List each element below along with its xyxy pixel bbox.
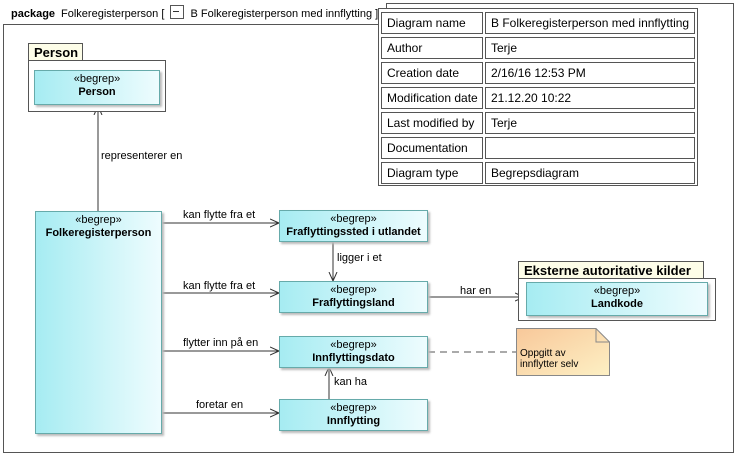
- label-foretar: foretar en: [196, 399, 244, 411]
- info-value: Begrepsdiagram: [485, 162, 695, 184]
- label-representerer: representerer en: [101, 150, 183, 162]
- package-name: Folkeregisterperson: [61, 8, 159, 20]
- diagram-name: B Folkeregisterperson med innflytting: [190, 8, 373, 20]
- info-value: 21.12.20 10:22: [485, 87, 695, 109]
- class-name: Innflytting: [326, 415, 381, 427]
- class-name: Innflyttingsdato: [312, 352, 395, 364]
- note-line-1: Oppgitt av: [520, 348, 566, 359]
- class-name: Landkode: [591, 298, 643, 310]
- package-keyword: package: [11, 8, 56, 20]
- info-key: Diagram name: [381, 12, 483, 34]
- class-innflytting[interactable]: «begrep» Innflytting: [279, 399, 428, 431]
- class-fraflyttingssted[interactable]: «begrep» Fraflyttingssted i utlandet: [279, 210, 428, 242]
- diagram-icon: [170, 5, 185, 19]
- stereotype-label: «begrep»: [330, 339, 377, 351]
- info-value: Terje: [485, 37, 695, 59]
- class-name: Folkeregisterperson: [45, 227, 152, 239]
- label-ligger-i: ligger i et: [337, 252, 382, 264]
- info-key: Last modified by: [381, 112, 483, 134]
- package-person-tab[interactable]: Person: [28, 43, 83, 61]
- note-text: Oppgitt av innflytter selv: [520, 348, 578, 370]
- label-kan-flytte-1: kan flytte fra et: [183, 209, 256, 221]
- info-key: Author: [381, 37, 483, 59]
- class-name: Person: [78, 86, 116, 98]
- stereotype-label: «begrep»: [75, 214, 122, 226]
- bracket-open: [: [161, 8, 165, 20]
- label-flytter-inn: flytter inn på en: [183, 337, 259, 349]
- note-shape[interactable]: [516, 328, 610, 376]
- info-value: [485, 137, 695, 159]
- stereotype-label: «begrep»: [330, 402, 377, 414]
- class-name: Fraflyttingssted i utlandet: [286, 226, 421, 238]
- stereotype-label: «begrep»: [330, 284, 377, 296]
- info-value: B Folkeregisterperson med innflytting: [485, 12, 695, 34]
- diagram-header-tab: package Folkeregisterperson [ B Folkeregi…: [3, 3, 388, 25]
- class-landkode[interactable]: «begrep» Landkode: [526, 282, 708, 316]
- class-fraflyttingsland[interactable]: «begrep» Fraflyttingsland: [279, 281, 428, 313]
- bracket-close: ]: [375, 8, 379, 20]
- info-key: Documentation: [381, 137, 483, 159]
- package-eksterne-tab[interactable]: Eksterne autoritative kilder: [518, 261, 704, 279]
- label-kan-ha: kan ha: [334, 376, 368, 388]
- info-value: 2/16/16 12:53 PM: [485, 62, 695, 84]
- info-value: Terje: [485, 112, 695, 134]
- label-kan-flytte-2: kan flytte fra et: [183, 280, 256, 292]
- class-name: Fraflyttingsland: [312, 297, 395, 309]
- info-key: Diagram type: [381, 162, 483, 184]
- class-innflyttingsdato[interactable]: «begrep» Innflyttingsdato: [279, 336, 428, 368]
- info-key: Creation date: [381, 62, 483, 84]
- class-folkeregisterperson[interactable]: «begrep» Folkeregisterperson: [35, 211, 162, 434]
- label-har-en: har en: [460, 285, 492, 297]
- info-key: Modification date: [381, 87, 483, 109]
- note-line-2: innflytter selv: [520, 359, 579, 370]
- stereotype-label: «begrep»: [330, 213, 377, 225]
- class-person[interactable]: «begrep» Person: [34, 70, 160, 105]
- stereotype-label: «begrep»: [593, 285, 641, 297]
- stereotype-label: «begrep»: [73, 73, 121, 85]
